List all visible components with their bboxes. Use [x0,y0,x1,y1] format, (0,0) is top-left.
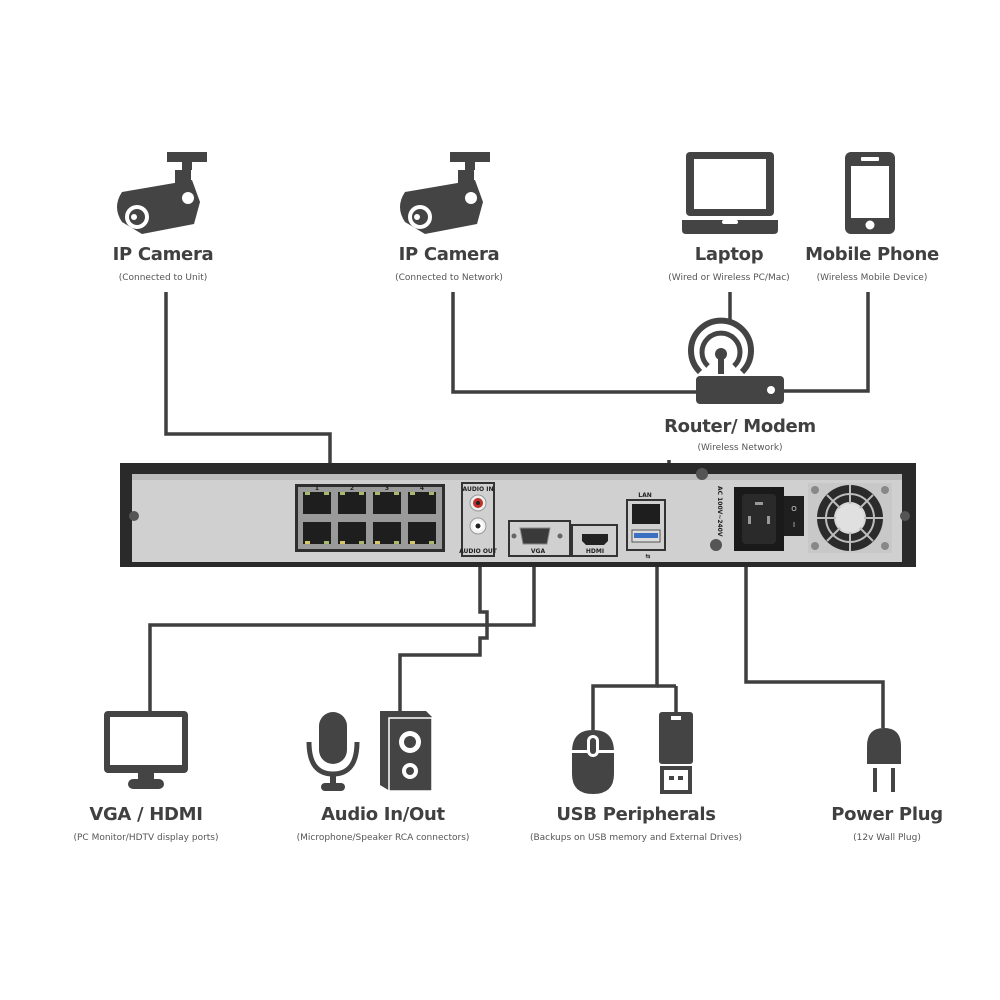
node-subtitle: (Wireless Mobile Device) [816,273,928,283]
node-subtitle: (Wired or Wireless PC/Mac) [668,273,790,283]
node-subtitle: (PC Monitor/HDTV display ports) [73,833,219,843]
screw-icon [696,468,708,480]
wire-ip-camera-unit [164,292,332,470]
poe-port [338,522,366,544]
screw-icon [129,511,139,521]
svg-text:⇆: ⇆ [645,553,650,560]
node-ip-camera-unit: IP Camera (Connected to Unit) [113,244,214,283]
vga-label: VGA [531,548,546,555]
power-inlet: O I [734,487,804,551]
poe-port [408,492,436,514]
port-number: 4 [420,485,424,492]
node-router: Router/ Modem (Wireless Network) [664,416,816,453]
wire-mobile-phone [783,292,870,393]
screw-icon [881,542,889,550]
ground-screw-icon [710,539,722,551]
laptop-icon [682,152,778,234]
screw-icon [900,511,910,521]
wire-power [744,560,885,728]
node-vga-hdmi: VGA / HDMI (PC Monitor/HDTV display port… [73,804,218,843]
wire-vga [148,560,536,712]
node-laptop: Laptop (Wired or Wireless PC/Mac) [668,244,789,283]
security-camera-icon [117,152,207,234]
power-plug-icon [867,728,901,792]
poe-port [303,492,331,514]
ac-voltage-label: AC 100V~240V [716,486,723,537]
node-title: USB Peripherals [556,804,716,825]
node-title: VGA / HDMI [89,804,203,825]
node-title: Power Plug [831,804,943,825]
port-number: 3 [385,485,389,492]
hdmi-port: HDMI [571,524,618,557]
node-power: Power Plug (12v Wall Plug) [831,804,943,843]
smartphone-icon [845,152,895,234]
wire-audio [398,560,489,712]
poe-ports: 1 2 3 4 [295,484,445,552]
poe-port [408,522,436,544]
poe-port [303,522,331,544]
nvr-rear-panel: 1 2 3 4 AUDIO IN AUDIO OUT VGA [120,463,916,567]
mouse-icon [572,730,614,794]
node-mobile-phone: Mobile Phone (Wireless Mobile Device) [805,244,939,283]
cooling-fan [808,483,892,553]
screw-icon [811,486,819,494]
microphone-icon [306,712,360,791]
security-camera-icon [400,152,490,234]
audio-in-label: AUDIO IN [463,486,494,493]
node-ip-camera-network: IP Camera (Connected to Network) [395,244,503,283]
node-subtitle: (Backups on USB memory and External Driv… [529,833,743,843]
wire-ip-camera-network [451,292,700,394]
node-subtitle: (Wireless Network) [697,443,783,453]
screw-icon [881,486,889,494]
audio-ports: AUDIO IN AUDIO OUT [459,482,498,557]
lan-usb-ports: LAN ⇆ [626,492,666,560]
node-title: Laptop [694,244,764,265]
wireless-router-icon [688,317,784,404]
monitor-icon [104,711,188,789]
node-title: IP Camera [398,244,500,265]
port-number: 2 [350,485,354,492]
node-title: Router/ Modem [664,416,816,437]
vga-port: VGA [508,520,571,557]
poe-port [338,492,366,514]
speaker-icon [380,711,433,792]
node-subtitle: (Connected to Unit) [118,273,208,283]
screw-icon [811,542,819,550]
wire-usb [591,560,659,730]
node-title: Mobile Phone [805,244,939,265]
node-title: Audio In/Out [321,804,445,825]
lan-label: LAN [638,492,652,499]
hdmi-label: HDMI [586,548,604,555]
audio-out-label: AUDIO OUT [459,548,498,555]
switch-on-label: I [793,521,795,529]
poe-port [373,522,401,544]
node-subtitle: (12v Wall Plug) [853,833,921,843]
node-subtitle: (Microphone/Speaker RCA connectors) [296,833,470,843]
node-audio: Audio In/Out (Microphone/Speaker RCA con… [297,804,470,843]
node-usb: USB Peripherals (Backups on USB memory a… [530,804,742,843]
switch-off-label: O [791,505,797,513]
usb-drive-icon [659,712,693,794]
poe-port [373,492,401,514]
node-title: IP Camera [112,244,214,265]
node-subtitle: (Connected to Network) [395,273,503,283]
port-number: 1 [315,485,319,492]
